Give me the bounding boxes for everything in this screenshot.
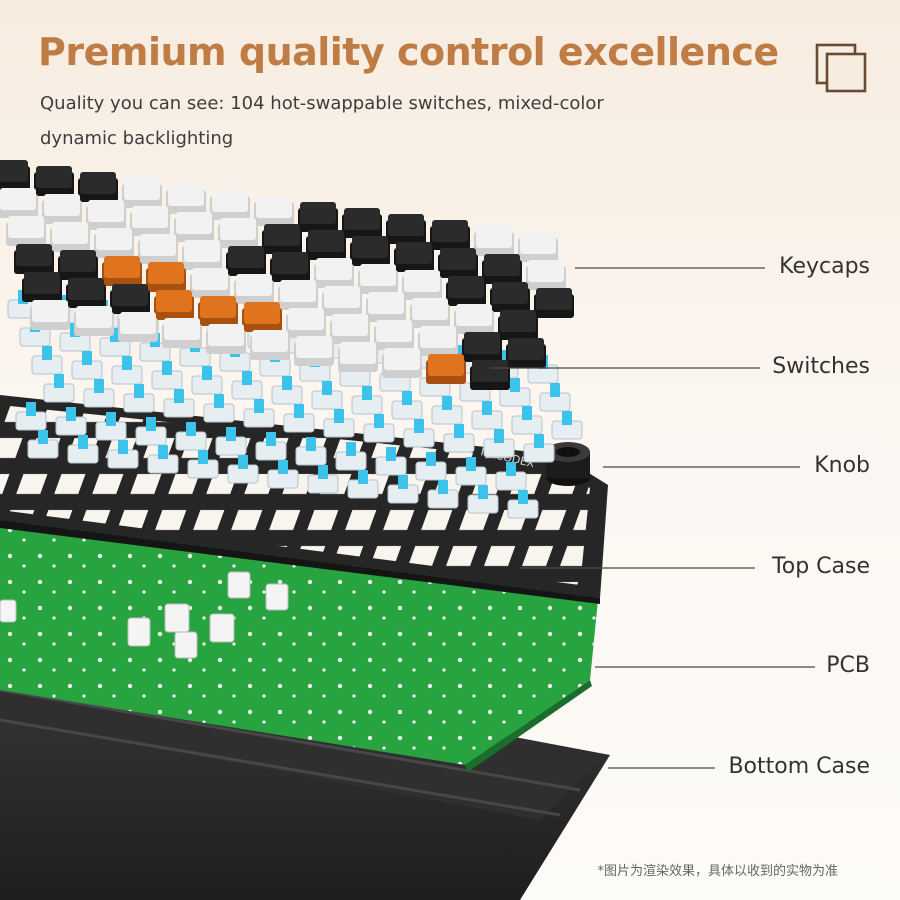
keycaps-layer bbox=[0, 160, 574, 390]
footnote: *图片为渲染效果，具体以收到的实物为准 bbox=[597, 864, 838, 879]
callout-bottom-case: Bottom Case bbox=[728, 754, 870, 779]
page-subtitle: Quality you can see: 104 hot-swappable s… bbox=[40, 93, 604, 149]
callout-pcb: PCB bbox=[826, 653, 870, 678]
layers-icon bbox=[815, 43, 867, 93]
callout-keycaps: Keycaps bbox=[779, 254, 870, 279]
callout-knob: Knob bbox=[814, 453, 870, 478]
page-title: Premium quality control excellence bbox=[38, 30, 779, 74]
knob bbox=[546, 442, 590, 486]
callout-top-case: Top Case bbox=[772, 554, 870, 579]
callout-switches: Switches bbox=[772, 354, 870, 379]
